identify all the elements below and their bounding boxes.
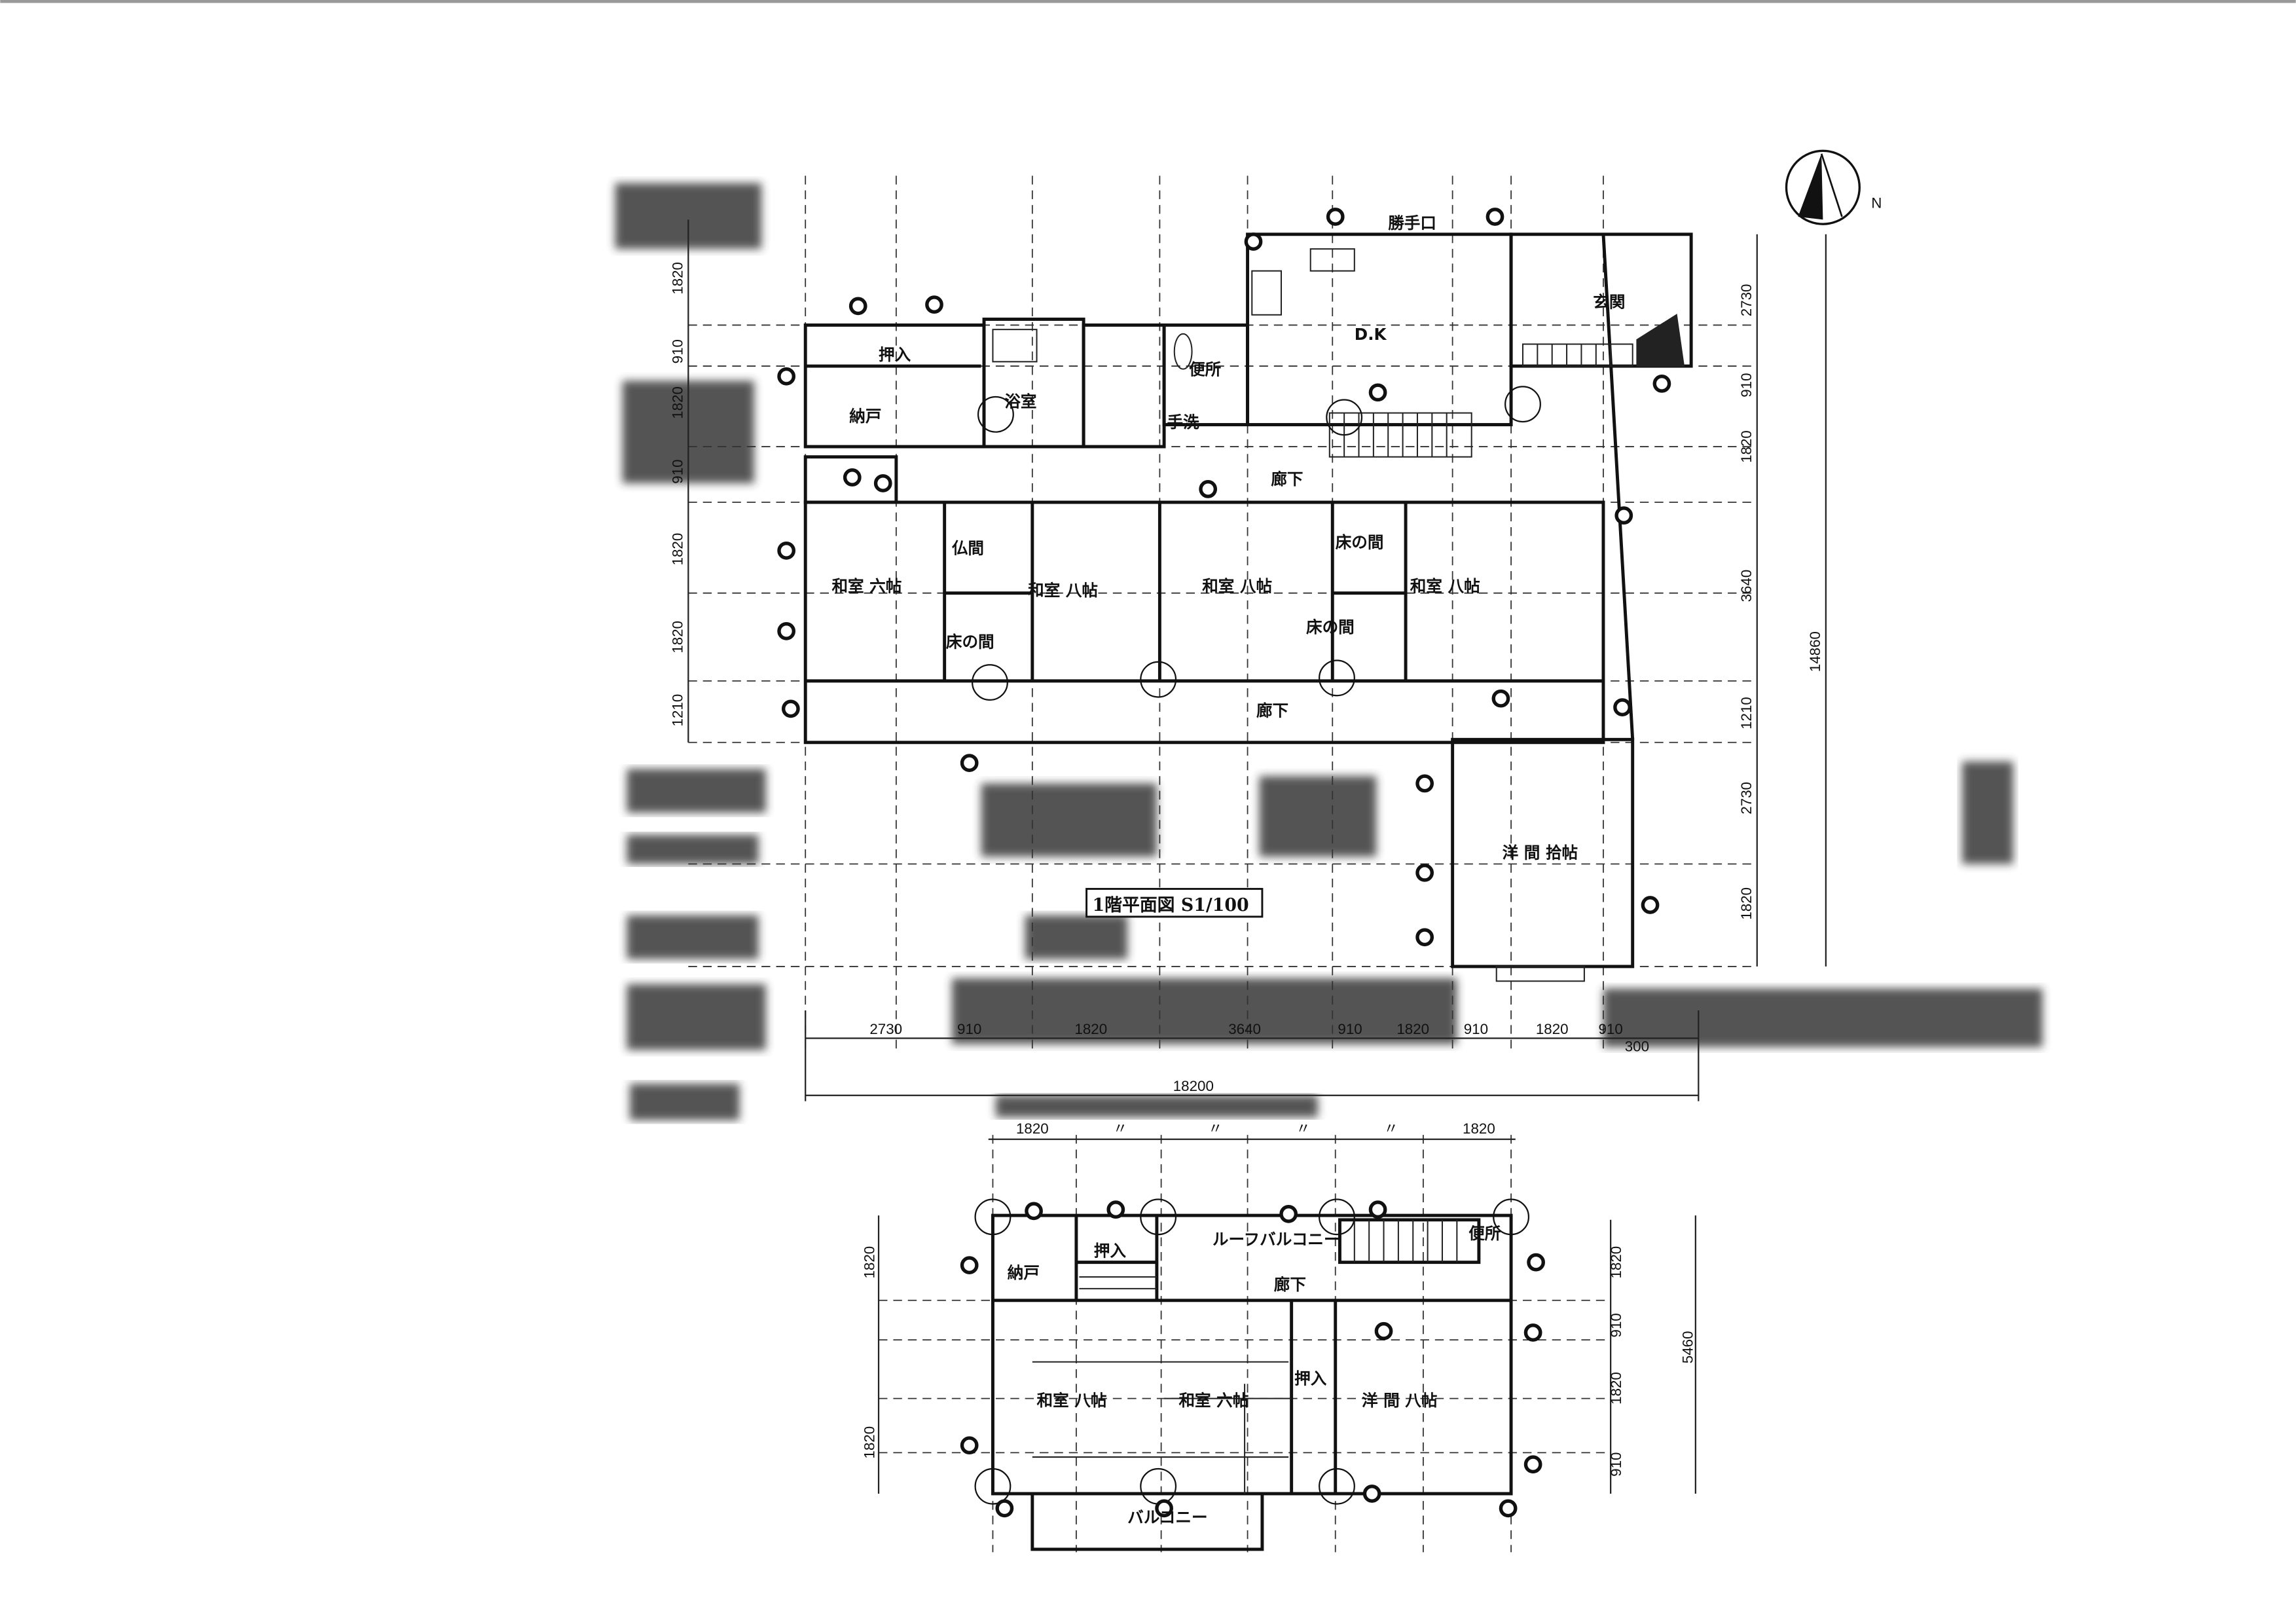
room-tokonoma-1: 床の間 — [946, 632, 994, 651]
dim-right-2f: 910 — [1608, 1452, 1624, 1477]
dim-right: 1820 — [1738, 430, 1755, 463]
dim-right: 2730 — [1738, 284, 1755, 317]
floor2-plan: 納戸 押入 ルーフバルコニー 便所 廊下 和室 八帖 和室 六帖 押入 洋 間 … — [861, 1120, 1696, 1553]
room-oshiire2-2f: 押入 — [1294, 1369, 1327, 1388]
dim-right-2f: 1820 — [1608, 1246, 1624, 1279]
dim-bottom: 3640 — [1228, 1021, 1261, 1037]
room-nando: 納戸 — [849, 407, 881, 426]
room-nando-2f: 納戸 — [1008, 1263, 1040, 1282]
room-bath: 浴室 — [1004, 392, 1036, 411]
dim-right: 3640 — [1738, 570, 1755, 602]
dim-top-2f: 1820 — [1463, 1120, 1495, 1137]
room-washitsu-6-2f: 和室 六帖 — [1178, 1391, 1248, 1410]
room-wc: 便所 — [1189, 360, 1221, 378]
dim-top-2f: 〃 — [1296, 1120, 1310, 1137]
scan-noise — [615, 183, 2043, 1120]
room-oshiire: 押入 — [879, 345, 911, 364]
room-washbasin: 手洗 — [1167, 413, 1200, 432]
dim-top-2f: 1820 — [1016, 1120, 1049, 1137]
dim-left: 1820 — [669, 386, 685, 419]
dim-total-horizontal: 18200 — [1173, 1078, 1214, 1094]
dim-top-2f: 〃 — [1208, 1120, 1222, 1137]
room-dk: D.K — [1355, 325, 1387, 344]
compass-label: N — [1871, 195, 1882, 212]
dim-top-2f: 〃 — [1384, 1120, 1398, 1137]
floor1-title: 1階平面図 S1/100 — [1093, 895, 1249, 915]
dim-bottom: 910 — [1338, 1021, 1362, 1037]
room-back-door: 勝手口 — [1388, 213, 1436, 232]
room-washitsu-8-2f: 和室 八帖 — [1037, 1391, 1107, 1410]
dim-right-2f: 1820 — [1608, 1372, 1624, 1405]
dim-right-2f: 910 — [1608, 1313, 1624, 1337]
room-engawa: 廊下 — [1256, 701, 1288, 720]
floor1-plan: 押入 納戸 浴室 便所 手洗 D.K 玄関 勝手口 廊下 和室 六帖 仏間 床の… — [669, 175, 1827, 1101]
room-wc-2f: 便所 — [1468, 1224, 1501, 1243]
dim-left: 910 — [669, 459, 685, 483]
room-roof-balcony: ルーフバルコニー — [1212, 1230, 1340, 1249]
room-washitsu-8c: 和室 八帖 — [1410, 576, 1480, 595]
room-hall-2f: 廊下 — [1274, 1275, 1306, 1294]
room-washitsu-8a: 和室 八帖 — [1028, 581, 1098, 600]
dim-bottom: 1820 — [1396, 1021, 1429, 1037]
dim-left: 1820 — [669, 262, 685, 295]
north-arrow-icon: N — [1785, 149, 1882, 225]
dim-right: 1820 — [1738, 887, 1755, 920]
room-youma-2f: 洋 間 八帖 — [1362, 1391, 1437, 1410]
dim-bottom: 910 — [957, 1021, 981, 1037]
dim-right: 910 — [1738, 373, 1755, 397]
dim-left: 1210 — [669, 694, 685, 727]
room-hall: 廊下 — [1271, 470, 1303, 489]
dim-bottom: 910 — [1464, 1021, 1488, 1037]
room-butsuma: 仏間 — [952, 538, 984, 557]
dim-bottom: 300 — [1625, 1039, 1649, 1055]
dim-left: 1820 — [669, 621, 685, 654]
room-tokonoma-3: 床の間 — [1306, 618, 1355, 637]
dim-left: 1820 — [669, 533, 685, 566]
dim-right: 1210 — [1738, 697, 1755, 729]
dim-right: 2730 — [1738, 782, 1755, 815]
dim-bottom: 1820 — [1536, 1021, 1569, 1037]
dim-bottom: 2730 — [869, 1021, 902, 1037]
dim-top-2f: 〃 — [1113, 1120, 1127, 1137]
dim-left-2f: 1820 — [861, 1246, 877, 1279]
room-oshiire-2f: 押入 — [1094, 1242, 1127, 1261]
room-entrance: 玄関 — [1593, 293, 1625, 312]
dim-total-vertical: 14860 — [1807, 631, 1823, 672]
dim-left-2f: 1820 — [861, 1426, 877, 1459]
room-youma: 洋 間 拾帖 — [1503, 843, 1578, 862]
room-tokonoma-2: 床の間 — [1336, 532, 1384, 551]
dim-bottom: 1820 — [1074, 1021, 1107, 1037]
room-washitsu-6: 和室 六帖 — [831, 576, 902, 595]
room-washitsu-8b: 和室 八帖 — [1202, 576, 1272, 595]
room-balcony: バルコニー — [1127, 1508, 1207, 1527]
dim-left: 910 — [669, 339, 685, 363]
dim-total-vertical-2f: 5460 — [1679, 1331, 1696, 1363]
dim-bottom: 910 — [1598, 1021, 1622, 1037]
